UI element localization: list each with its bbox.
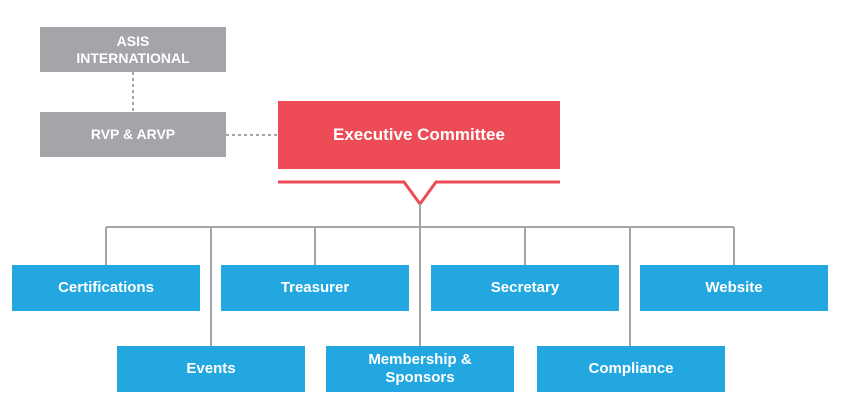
membership-label-line1: Membership & [368, 351, 472, 368]
rvp-arvp-box: RVP & ARVP [40, 112, 226, 157]
certifications-label: Certifications [58, 279, 154, 296]
executive-pointer [278, 180, 560, 207]
membership-label-line2: Sponsors [385, 369, 455, 386]
executive-label: Executive Committee [333, 124, 505, 144]
treasurer-box: Treasurer [221, 265, 409, 311]
events-box: Events [117, 346, 305, 392]
compliance-label: Compliance [588, 360, 674, 377]
website-label: Website [705, 279, 763, 296]
compliance-box: Compliance [537, 346, 725, 392]
executive-committee-box: Executive Committee [278, 101, 560, 169]
membership-sponsors-box: Membership & Sponsors [326, 346, 514, 392]
secretary-label: Secretary [490, 279, 560, 296]
asis-label-line1: ASIS [116, 32, 150, 49]
asis-label-line2: INTERNATIONAL [76, 49, 190, 66]
rvp-label: RVP & ARVP [90, 126, 176, 143]
website-box: Website [640, 265, 828, 311]
secretary-box: Secretary [431, 265, 619, 311]
certifications-box: Certifications [12, 265, 200, 311]
treasurer-label: Treasurer [280, 279, 350, 296]
events-label: Events [186, 360, 236, 377]
asis-international-box: ASIS INTERNATIONAL [40, 27, 226, 72]
